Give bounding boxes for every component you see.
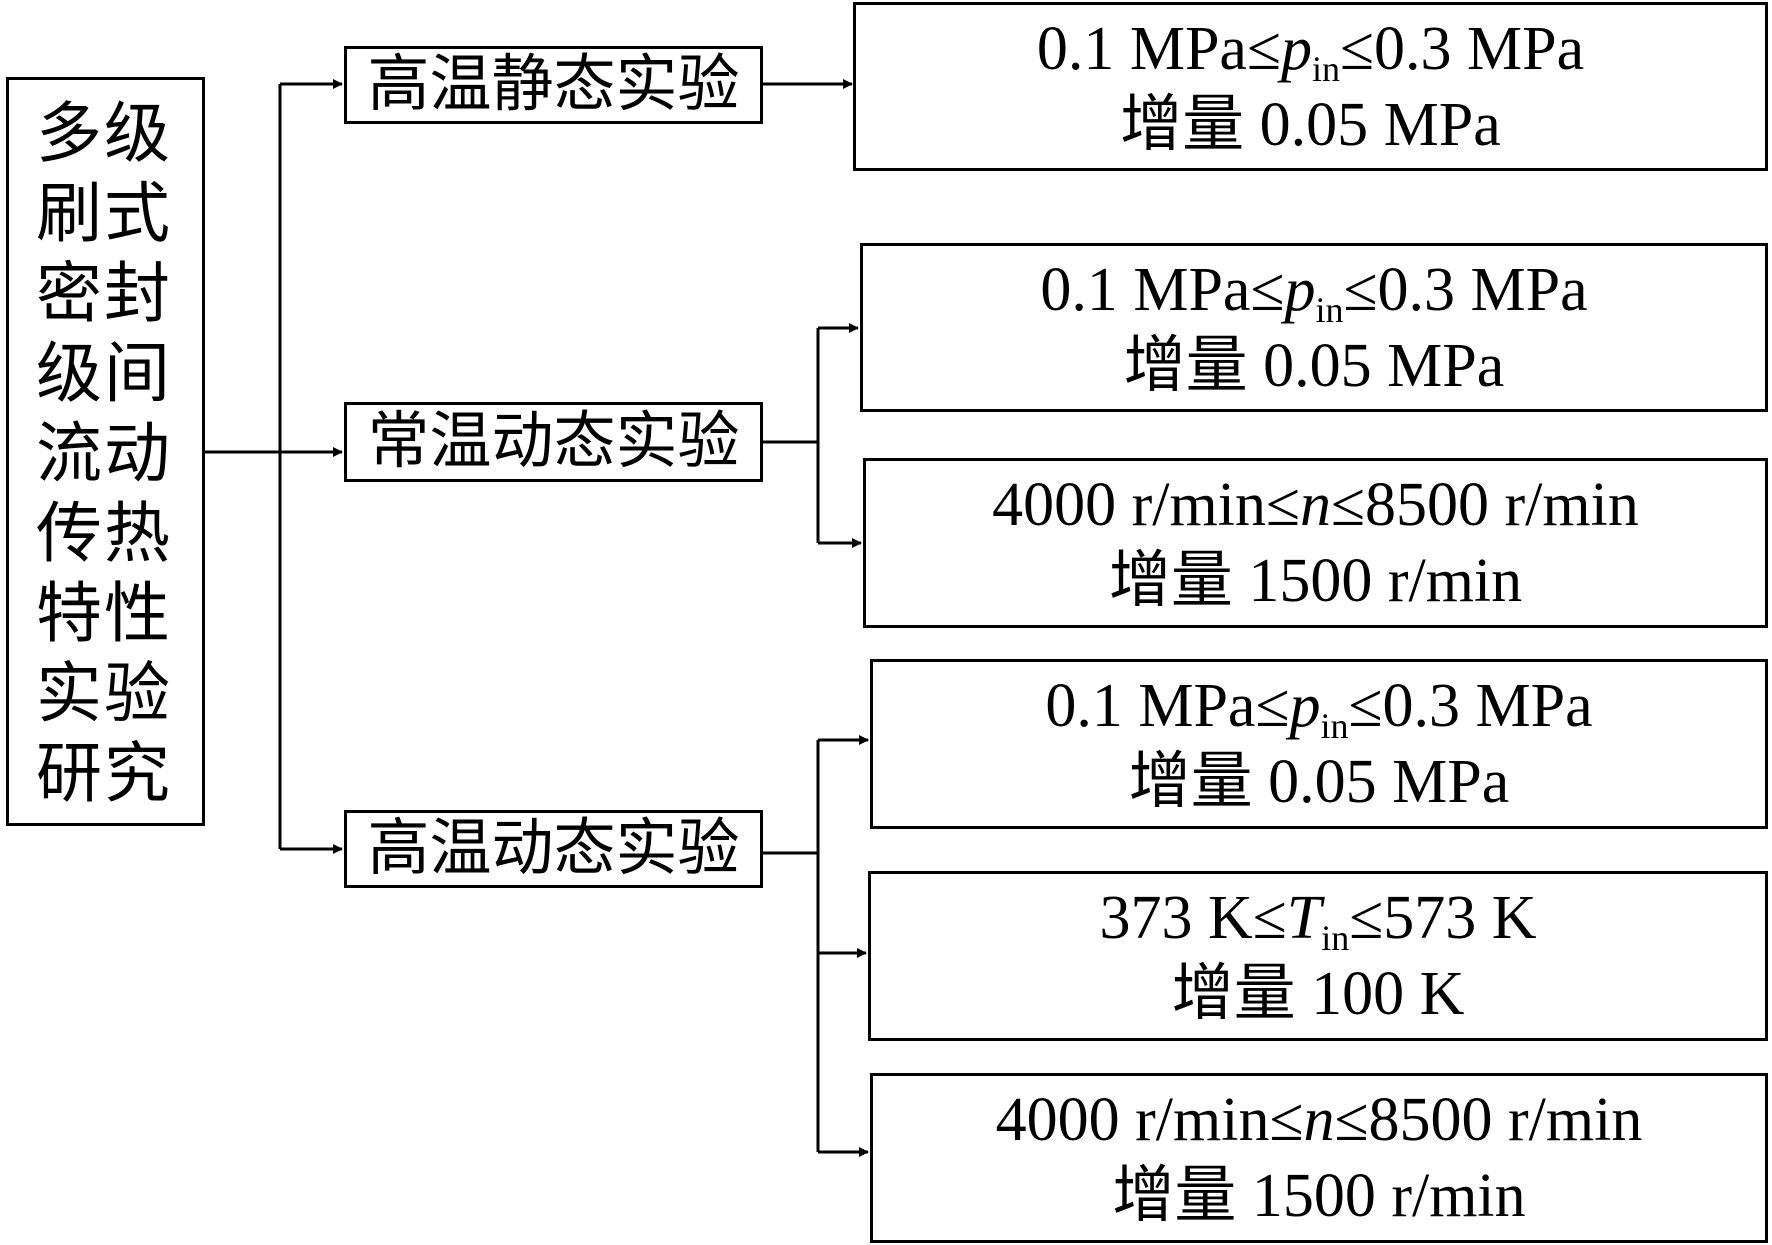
condition-step: 增量 0.05 MPa	[1123, 331, 1505, 400]
condition-box-pressure: 0.1 MPa≤pin≤0.3 MPa 增量 0.05 MPa	[860, 243, 1768, 412]
condition-range: 0.1 MPa≤pin≤0.3 MPa	[1036, 14, 1585, 89]
condition-range: 4000 r/min≤n≤8500 r/min	[995, 1086, 1643, 1154]
condition-range: 4000 r/min≤n≤8500 r/min	[992, 471, 1639, 539]
condition-step: 增量 100 K	[1171, 960, 1465, 1028]
condition-box-temperature: 373 K≤Tin≤573 K 增量 100 K	[868, 871, 1768, 1041]
experiment-label: 常温动态实验	[367, 408, 740, 476]
condition-box-speed: 4000 r/min≤n≤8500 r/min 增量 1500 r/min	[863, 458, 1768, 628]
condition-range: 373 K≤Tin≤573 K	[1099, 884, 1537, 958]
condition-range: 0.1 MPa≤pin≤0.3 MPa	[1045, 672, 1593, 746]
condition-box-pressure: 0.1 MPa≤pin≤0.3 MPa 增量 0.05 MPa	[870, 659, 1768, 829]
root-label: 多级刷式密封级间流动传热特性实验研究	[36, 98, 172, 811]
root-box	[6, 77, 205, 826]
condition-step: 增量 0.05 MPa	[1128, 748, 1510, 816]
experiment-box-high-temp-static: 高温静态实验	[344, 46, 763, 124]
condition-range: 0.1 MPa≤pin≤0.3 MPa	[1040, 255, 1588, 330]
experiment-label: 高温静态实验	[367, 51, 740, 119]
experiment-box-high-temp-dynamic: 高温动态实验	[344, 810, 763, 888]
condition-step: 增量 1500 r/min	[1108, 547, 1523, 615]
experiment-box-room-temp-dynamic: 常温动态实验	[344, 402, 763, 482]
condition-box-pressure: 0.1 MPa≤pin≤0.3 MPa 增量 0.05 MPa	[853, 2, 1768, 171]
condition-box-speed: 4000 r/min≤n≤8500 r/min 增量 1500 r/min	[870, 1073, 1768, 1243]
experiment-label: 高温动态实验	[367, 815, 740, 883]
condition-step: 增量 0.05 MPa	[1120, 90, 1501, 159]
condition-step: 增量 1500 r/min	[1112, 1162, 1526, 1230]
